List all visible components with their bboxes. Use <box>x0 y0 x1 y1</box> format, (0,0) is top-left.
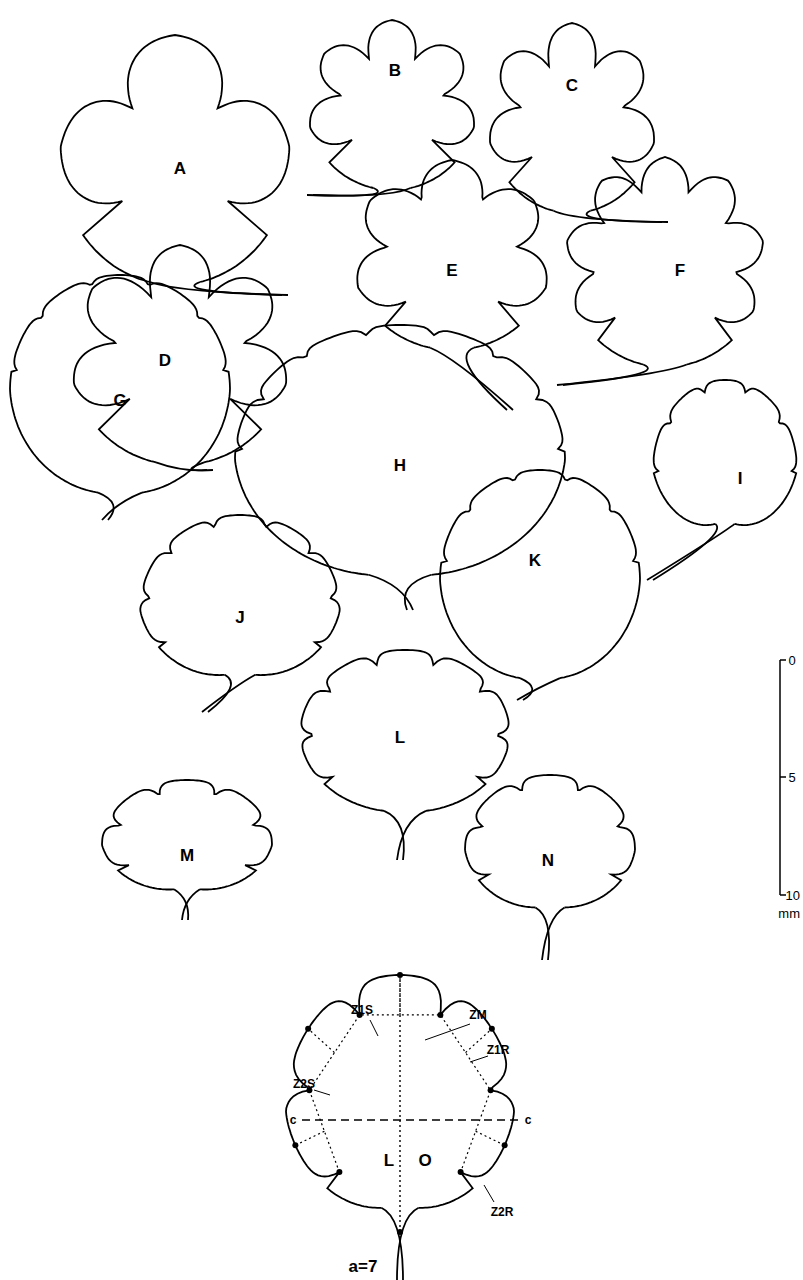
leaf-outline <box>102 780 272 890</box>
petiole <box>553 211 668 222</box>
leaf-outline <box>654 380 797 525</box>
leaf-outline <box>61 35 290 282</box>
figure-letter: F <box>675 262 685 279</box>
petiole <box>535 907 549 960</box>
figure-letter: I <box>738 470 743 487</box>
measure-label: c <box>525 1114 532 1126</box>
sinus-chord <box>309 1015 490 1172</box>
lobe-height <box>476 1131 505 1145</box>
petiole <box>102 493 142 520</box>
leaf-outline <box>490 23 654 211</box>
petiole <box>653 524 717 580</box>
petiole <box>542 907 565 960</box>
figure-letter: H <box>394 457 406 474</box>
petiole <box>557 364 687 385</box>
leader-line <box>470 1056 488 1062</box>
scale-label: mm <box>778 907 800 920</box>
figure-letter: B <box>389 62 401 79</box>
petiole <box>156 462 213 470</box>
leaf-outline <box>440 470 640 678</box>
leader-line <box>370 1020 378 1036</box>
petiole <box>647 524 735 580</box>
scale-bar <box>780 660 786 895</box>
leaf-outline <box>567 157 763 365</box>
tip-dot <box>489 1026 495 1032</box>
sinus-dot <box>336 1169 342 1175</box>
petiole <box>384 811 404 860</box>
petiole <box>182 889 200 920</box>
leaf-outline <box>140 515 339 675</box>
leaf-outline <box>10 275 230 493</box>
leaf-outline <box>310 20 474 188</box>
leaf-outline <box>74 245 286 462</box>
leaf-outline <box>465 775 635 908</box>
figure-letter: A <box>174 160 186 177</box>
measure-label: L <box>384 1152 394 1169</box>
leaf-outline <box>235 325 565 575</box>
tip-dot <box>305 1026 311 1032</box>
scale-label: 5 <box>788 771 795 784</box>
figure-letter: M <box>180 847 194 864</box>
lobe-height <box>308 1029 334 1053</box>
figure-letter: L <box>395 729 405 746</box>
petiole <box>313 188 378 196</box>
petiole <box>517 678 560 700</box>
tip-dot <box>292 1142 298 1148</box>
petiole <box>369 575 413 610</box>
measure-label: Z1R <box>487 1044 510 1056</box>
base-dot <box>397 1229 403 1235</box>
petiole <box>208 675 231 712</box>
petiole <box>520 678 532 700</box>
leader-line <box>484 1185 494 1202</box>
measure-label: a=7 <box>349 1258 378 1275</box>
figure-letter: N <box>542 852 554 869</box>
sinus-dot <box>488 1087 494 1093</box>
leader-line <box>425 1024 470 1040</box>
sinus-dot <box>437 1012 443 1018</box>
petiole <box>563 364 648 385</box>
petiole <box>405 575 432 610</box>
leaf-outline <box>357 160 546 348</box>
petiole <box>381 1208 403 1280</box>
leader-line <box>314 1090 330 1095</box>
figure-letter: G <box>113 392 126 409</box>
sinus-dot <box>458 1169 464 1175</box>
petiole <box>174 889 188 920</box>
figure-letter: E <box>446 262 457 279</box>
width-line <box>302 1119 518 1120</box>
leaf-outline <box>301 650 508 811</box>
measure-label: O <box>418 1152 431 1169</box>
scale-label: 0 <box>788 654 795 667</box>
measure-label: Z2R <box>491 1206 514 1218</box>
measure-label: Z1S <box>351 1004 373 1016</box>
figure-letter: D <box>159 352 171 369</box>
scale-label: 10 <box>786 889 800 902</box>
measure-label: c <box>290 1114 297 1126</box>
petiole <box>202 675 255 712</box>
figure-letter: J <box>235 609 244 626</box>
schematic-marks <box>292 972 518 1235</box>
lobe-height <box>295 1131 324 1145</box>
figure-letter: C <box>566 77 578 94</box>
leaf-outlines <box>10 20 796 1280</box>
midrib-length <box>399 975 400 1232</box>
figure-letter: K <box>529 552 541 569</box>
measure-label: Z2S <box>293 1078 315 1090</box>
petiole <box>98 493 114 520</box>
measure-label: ZM <box>469 1009 486 1021</box>
tip-dot <box>502 1142 508 1148</box>
petiole <box>397 811 426 860</box>
